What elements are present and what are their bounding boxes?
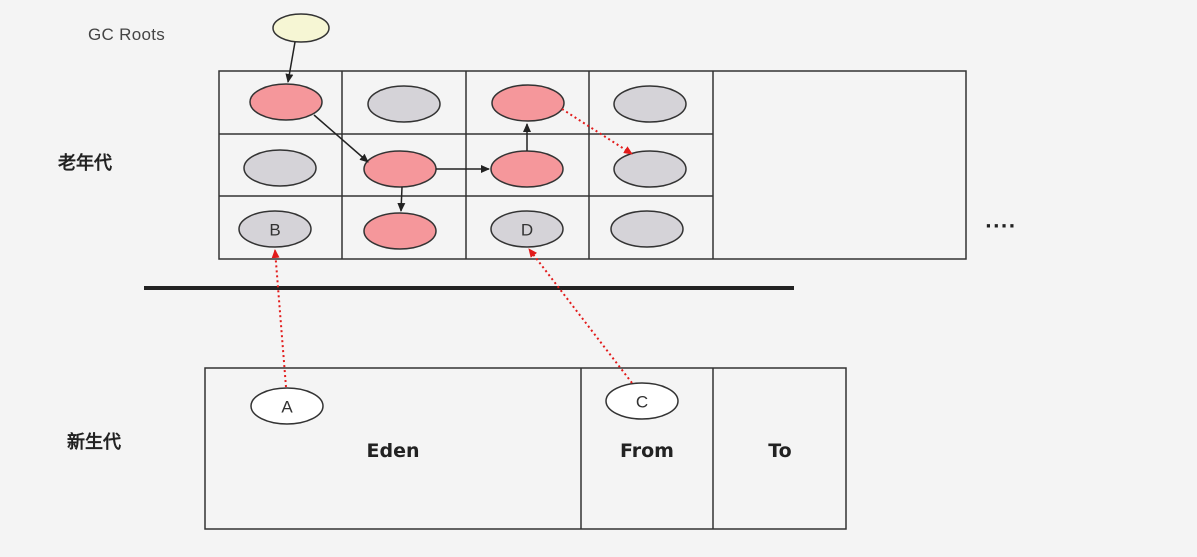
object-a-label: A xyxy=(281,397,293,417)
object-d xyxy=(490,210,564,248)
dead-object xyxy=(243,149,317,187)
dotted-reference-arrow xyxy=(561,108,633,155)
live-object xyxy=(491,84,565,122)
dead-object xyxy=(610,210,684,248)
dead-object xyxy=(367,85,441,123)
eden-label: Eden xyxy=(366,440,420,462)
object-c-label: C xyxy=(635,392,649,412)
reference-arrow xyxy=(397,186,406,212)
live-object xyxy=(363,150,437,188)
object-b xyxy=(238,210,312,248)
more-regions-ellipsis: ···· xyxy=(985,216,1017,237)
cross-generation-arrow-a-to-b xyxy=(271,249,287,388)
object-b-label: B xyxy=(269,220,281,240)
cross-generation-arrow-c-to-d xyxy=(528,248,633,384)
gc-roots-label: GC Roots xyxy=(88,25,166,44)
live-object xyxy=(490,150,564,188)
live-object xyxy=(363,212,437,250)
young-generation-label: 新生代 xyxy=(67,432,121,453)
object-a xyxy=(250,387,324,425)
old-generation-region xyxy=(218,70,967,260)
root-reference-arrow xyxy=(285,41,296,83)
object-c xyxy=(605,382,679,420)
young-generation-grid xyxy=(204,367,847,530)
to-label: To xyxy=(768,440,792,462)
object-d-label: D xyxy=(520,220,534,240)
reference-arrow xyxy=(313,114,369,163)
old-generation-grid xyxy=(218,70,967,260)
gc-root-node xyxy=(272,13,330,43)
from-label: From xyxy=(620,440,674,462)
young-generation-region xyxy=(204,367,847,530)
dead-object xyxy=(613,85,687,123)
dead-object xyxy=(613,150,687,188)
live-object xyxy=(249,83,323,121)
old-generation-label: 老年代 xyxy=(58,153,112,174)
